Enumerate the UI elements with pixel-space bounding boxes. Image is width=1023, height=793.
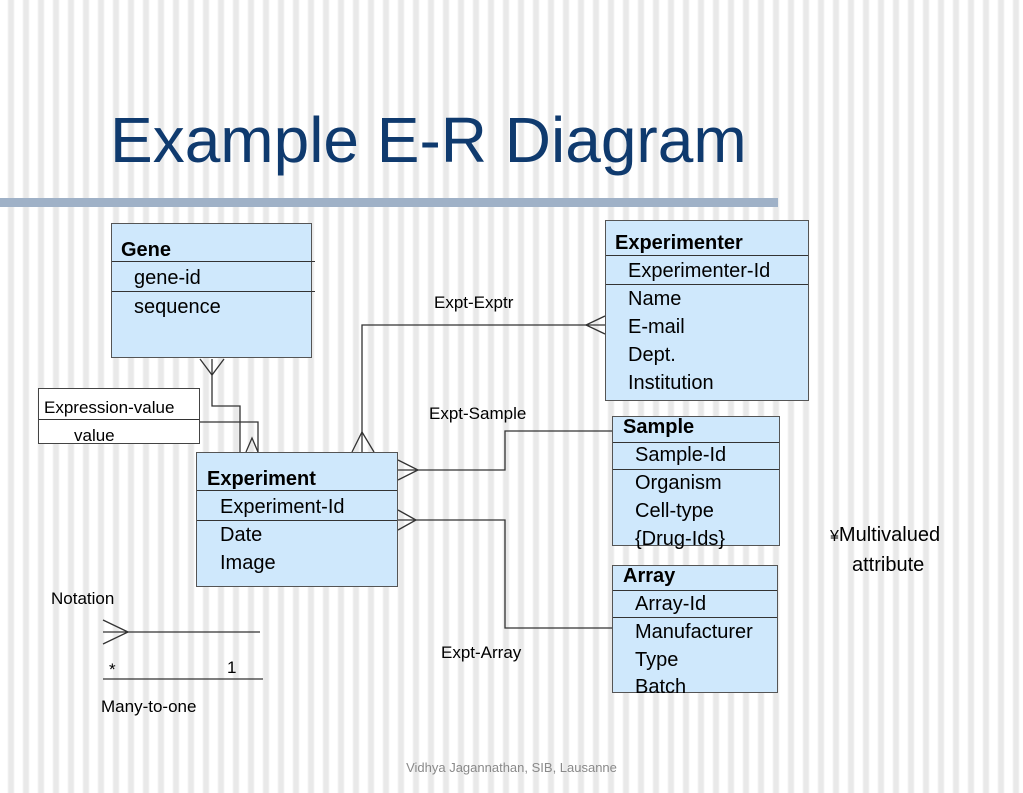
notation-crowfoot — [102, 619, 130, 645]
expt-exptr-label: Expt-Exptr — [434, 293, 514, 312]
entity-attribute: Manufacturer — [635, 621, 753, 643]
title-underline-bar — [0, 198, 778, 207]
experiment-sample-crowfoot — [397, 459, 420, 481]
entity-attribute: Institution — [628, 372, 714, 394]
experimenter-entity[interactable]: Experimenter Experimenter-Id Name E-mail… — [605, 220, 809, 401]
assoc-link-line — [200, 421, 259, 452]
slide-title: Example E-R Diagram — [110, 104, 747, 176]
divider — [197, 520, 397, 521]
entity-attribute: E-mail — [628, 316, 685, 338]
expt-sample-label: Expt-Sample — [429, 404, 527, 423]
gene-experiment-line — [211, 359, 241, 452]
entity-title: Sample — [623, 416, 695, 438]
notation-title: Notation — [51, 589, 115, 608]
entity-attribute: {Drug-Ids} — [635, 528, 726, 550]
note-line-2: attribute — [852, 554, 925, 576]
entity-attribute: Date — [220, 524, 263, 546]
note-bullet: ¥ — [830, 528, 839, 545]
entity-attribute: Image — [220, 552, 276, 574]
multivalued-note: ¥Multivalued attribute — [830, 521, 940, 579]
sample-entity[interactable]: Sample Sample-Id Organism Cell-type {Dru… — [612, 416, 780, 550]
array-entity[interactable]: Array Array-Id Manufacturer Type Batch — [612, 565, 778, 697]
entity-attribute: Organism — [635, 472, 722, 494]
expt-array-label: Expt-Array — [441, 643, 522, 662]
entity-attribute: Cell-type — [635, 500, 714, 522]
experiment-entity[interactable]: Experiment Experiment-Id Date Image — [196, 452, 398, 587]
divider — [112, 291, 315, 292]
experiment-gene-crowfoot — [245, 436, 259, 453]
association-attribute: value — [74, 426, 115, 445]
notation-one-symbol: 1 — [227, 658, 237, 677]
divider — [613, 590, 777, 591]
divider — [606, 284, 808, 285]
divider — [606, 255, 808, 256]
divider — [197, 490, 397, 491]
entity-attribute: Name — [628, 288, 682, 310]
expt-array-line — [398, 519, 612, 629]
note-line-1: Multivalued — [838, 524, 941, 546]
entity-attribute: Sample-Id — [635, 444, 727, 466]
entity-title: Array — [623, 565, 676, 587]
gene-entity[interactable]: Gene gene-id sequence — [111, 223, 315, 358]
entity-title: Experiment — [207, 468, 316, 490]
divider — [112, 261, 315, 262]
entity-attribute: Experiment-Id — [220, 496, 345, 518]
entity-attribute: Dept. — [628, 344, 676, 366]
divider — [39, 419, 199, 420]
entity-attribute: Batch — [635, 676, 687, 698]
expt-sample-line — [398, 430, 612, 471]
divider — [613, 442, 779, 443]
entity-attribute: Array-Id — [635, 593, 707, 615]
slide-footer: Vidhya Jagannathan, SIB, Lausanne — [406, 760, 617, 775]
association-title: Expression-value — [44, 398, 175, 417]
entity-attribute: gene-id — [134, 267, 201, 289]
expression-value-box[interactable]: Expression-value value — [38, 388, 200, 444]
divider — [613, 469, 779, 470]
notation-many-symbol: * — [109, 660, 116, 679]
entity-attribute: Experimenter-Id — [628, 260, 771, 282]
experiment-exptr-crowfoot — [351, 430, 375, 453]
entity-attribute: Type — [635, 649, 679, 671]
entity-title: Experimenter — [615, 232, 743, 254]
entity-attribute: sequence — [134, 296, 221, 318]
entity-title: Gene — [121, 239, 172, 261]
experimenter-crowfoot — [584, 315, 606, 335]
experiment-array-crowfoot — [397, 509, 418, 531]
notation-caption: Many-to-one — [101, 697, 197, 716]
expt-exptr-line — [361, 324, 605, 452]
divider — [613, 617, 777, 618]
